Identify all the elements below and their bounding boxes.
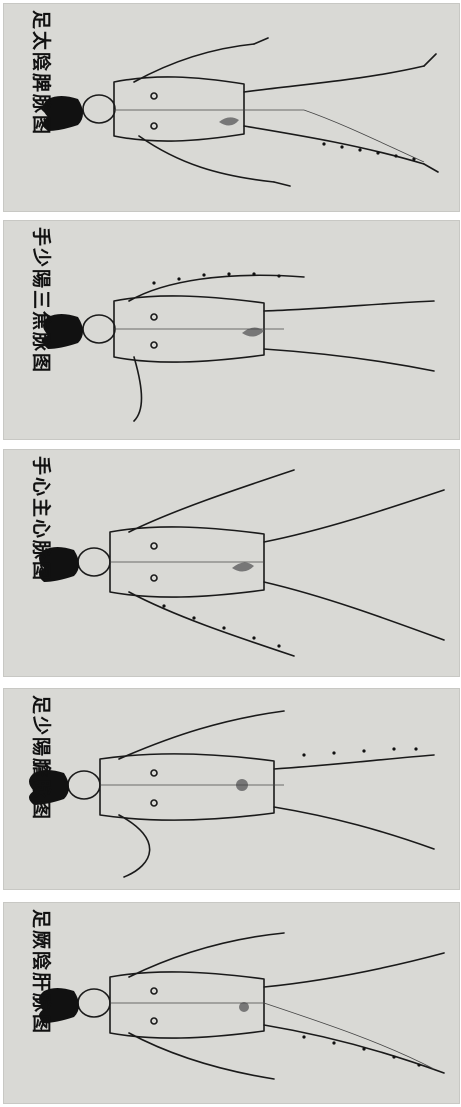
panel-title-4: 足少陽膽脉图 — [44, 695, 68, 875]
body-figure-5 — [4, 903, 459, 1103]
panel-title-text-5: 足厥陰肝脉图 — [29, 909, 56, 1035]
panel-title-1: 足太陰脾脉图 — [44, 10, 68, 190]
panel-title-text-4: 足少陽膽脉图 — [29, 695, 56, 821]
panel-title-2: 手少陽三焦脉图 — [44, 227, 68, 407]
panel-title-text-2: 手少陽三焦脉图 — [29, 227, 56, 374]
panel-title-text-1: 足太陰脾脉图 — [29, 10, 56, 136]
panel-title-5: 足厥陰肝脉图 — [44, 909, 68, 1089]
figure-panel-5: 足厥陰肝脉图 — [3, 902, 460, 1104]
figure-panel-4: 足少陽膽脉图 — [3, 688, 460, 890]
body-figure-1 — [4, 4, 459, 211]
figure-panel-2: 手少陽三焦脉图 — [3, 220, 460, 440]
figure-panel-3: 手心主心脉图 — [3, 449, 460, 677]
panel-title-text-3: 手心主心脉图 — [29, 456, 56, 582]
body-figure-2 — [4, 221, 459, 439]
panel-title-3: 手心主心脉图 — [44, 456, 68, 636]
figure-panel-1: 足太陰脾脉图 — [3, 3, 460, 212]
body-figure-4 — [4, 689, 459, 889]
body-figure-3 — [4, 450, 459, 676]
